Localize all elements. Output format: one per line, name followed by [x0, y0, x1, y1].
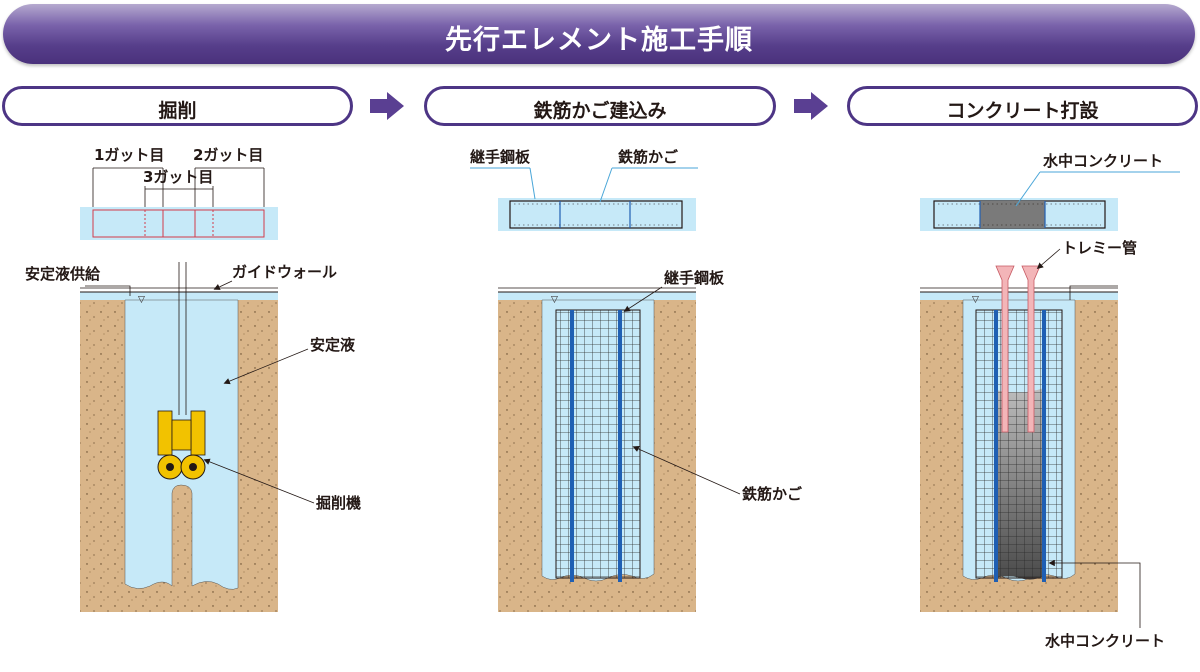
rebar-cage-mesh-3: [975, 309, 1063, 579]
label-machine: 掘削機: [316, 494, 361, 512]
panel-concrete: 水中コンクリート ▽ トレミー管 水中コンクリート: [920, 152, 1180, 650]
label-cage: 鉄筋かご: [618, 148, 679, 166]
svg-text:▽: ▽: [972, 295, 979, 305]
svg-text:▽: ▽: [551, 295, 558, 305]
label-concrete-bottom: 水中コンクリート: [1045, 632, 1165, 650]
page-title: 先行エレメント施工手順: [445, 25, 753, 56]
step-concrete: コンクリート打設: [847, 86, 1198, 126]
step-excavation-label: 掘削: [158, 100, 197, 122]
step-concrete-label: コンクリート打設: [946, 100, 1099, 122]
step-arrow-1-icon: [370, 92, 404, 120]
step-rebar-cage: 鉄筋かご建込み: [424, 86, 776, 126]
panel-rebar-cage: 継手鋼板 鉄筋かご ▽ 継手鋼板 鉄筋かご: [470, 148, 803, 612]
label-tremie: トレミー管: [1062, 239, 1137, 257]
label-fluid: 安定液: [310, 336, 356, 354]
excavator-icon: [157, 410, 206, 480]
supply-pipe: [85, 285, 131, 296]
label-gut-1: 1ガット目: [94, 146, 164, 164]
label-guide-wall: ガイドウォール: [232, 263, 337, 281]
label-supply: 安定液供給: [25, 265, 101, 283]
label-joint-plate-2: 継手鋼板: [664, 269, 725, 287]
panel-excavation: 1ガット目 2ガット目 3ガット目 ▽ 安定液供給 ガイドウォール 安定液 掘削…: [25, 146, 361, 612]
label-gut-3: 3ガット目: [143, 168, 213, 186]
rebar-cage-mesh: [555, 309, 641, 579]
plan-view-cage: [498, 198, 696, 231]
plan-concrete-fill: [980, 201, 1045, 228]
title-banner: 先行エレメント施工手順: [3, 4, 1195, 64]
label-gut-2: 2ガット目: [193, 146, 263, 164]
label-joint-plate: 継手鋼板: [470, 148, 531, 166]
joint-plate-right: [618, 310, 622, 582]
label-concrete-top: 水中コンクリート: [1043, 152, 1163, 170]
step-excavation: 掘削: [2, 86, 353, 126]
svg-text:▽: ▽: [138, 295, 145, 305]
gut-outline: [92, 209, 265, 238]
label-cage-2: 鉄筋かご: [742, 485, 803, 503]
step-rebar-cage-label: 鉄筋かご建込み: [533, 100, 667, 122]
joint-plate-left: [570, 310, 574, 582]
plan-view-excavation: [80, 207, 278, 240]
step-arrow-2-icon: [794, 92, 828, 120]
